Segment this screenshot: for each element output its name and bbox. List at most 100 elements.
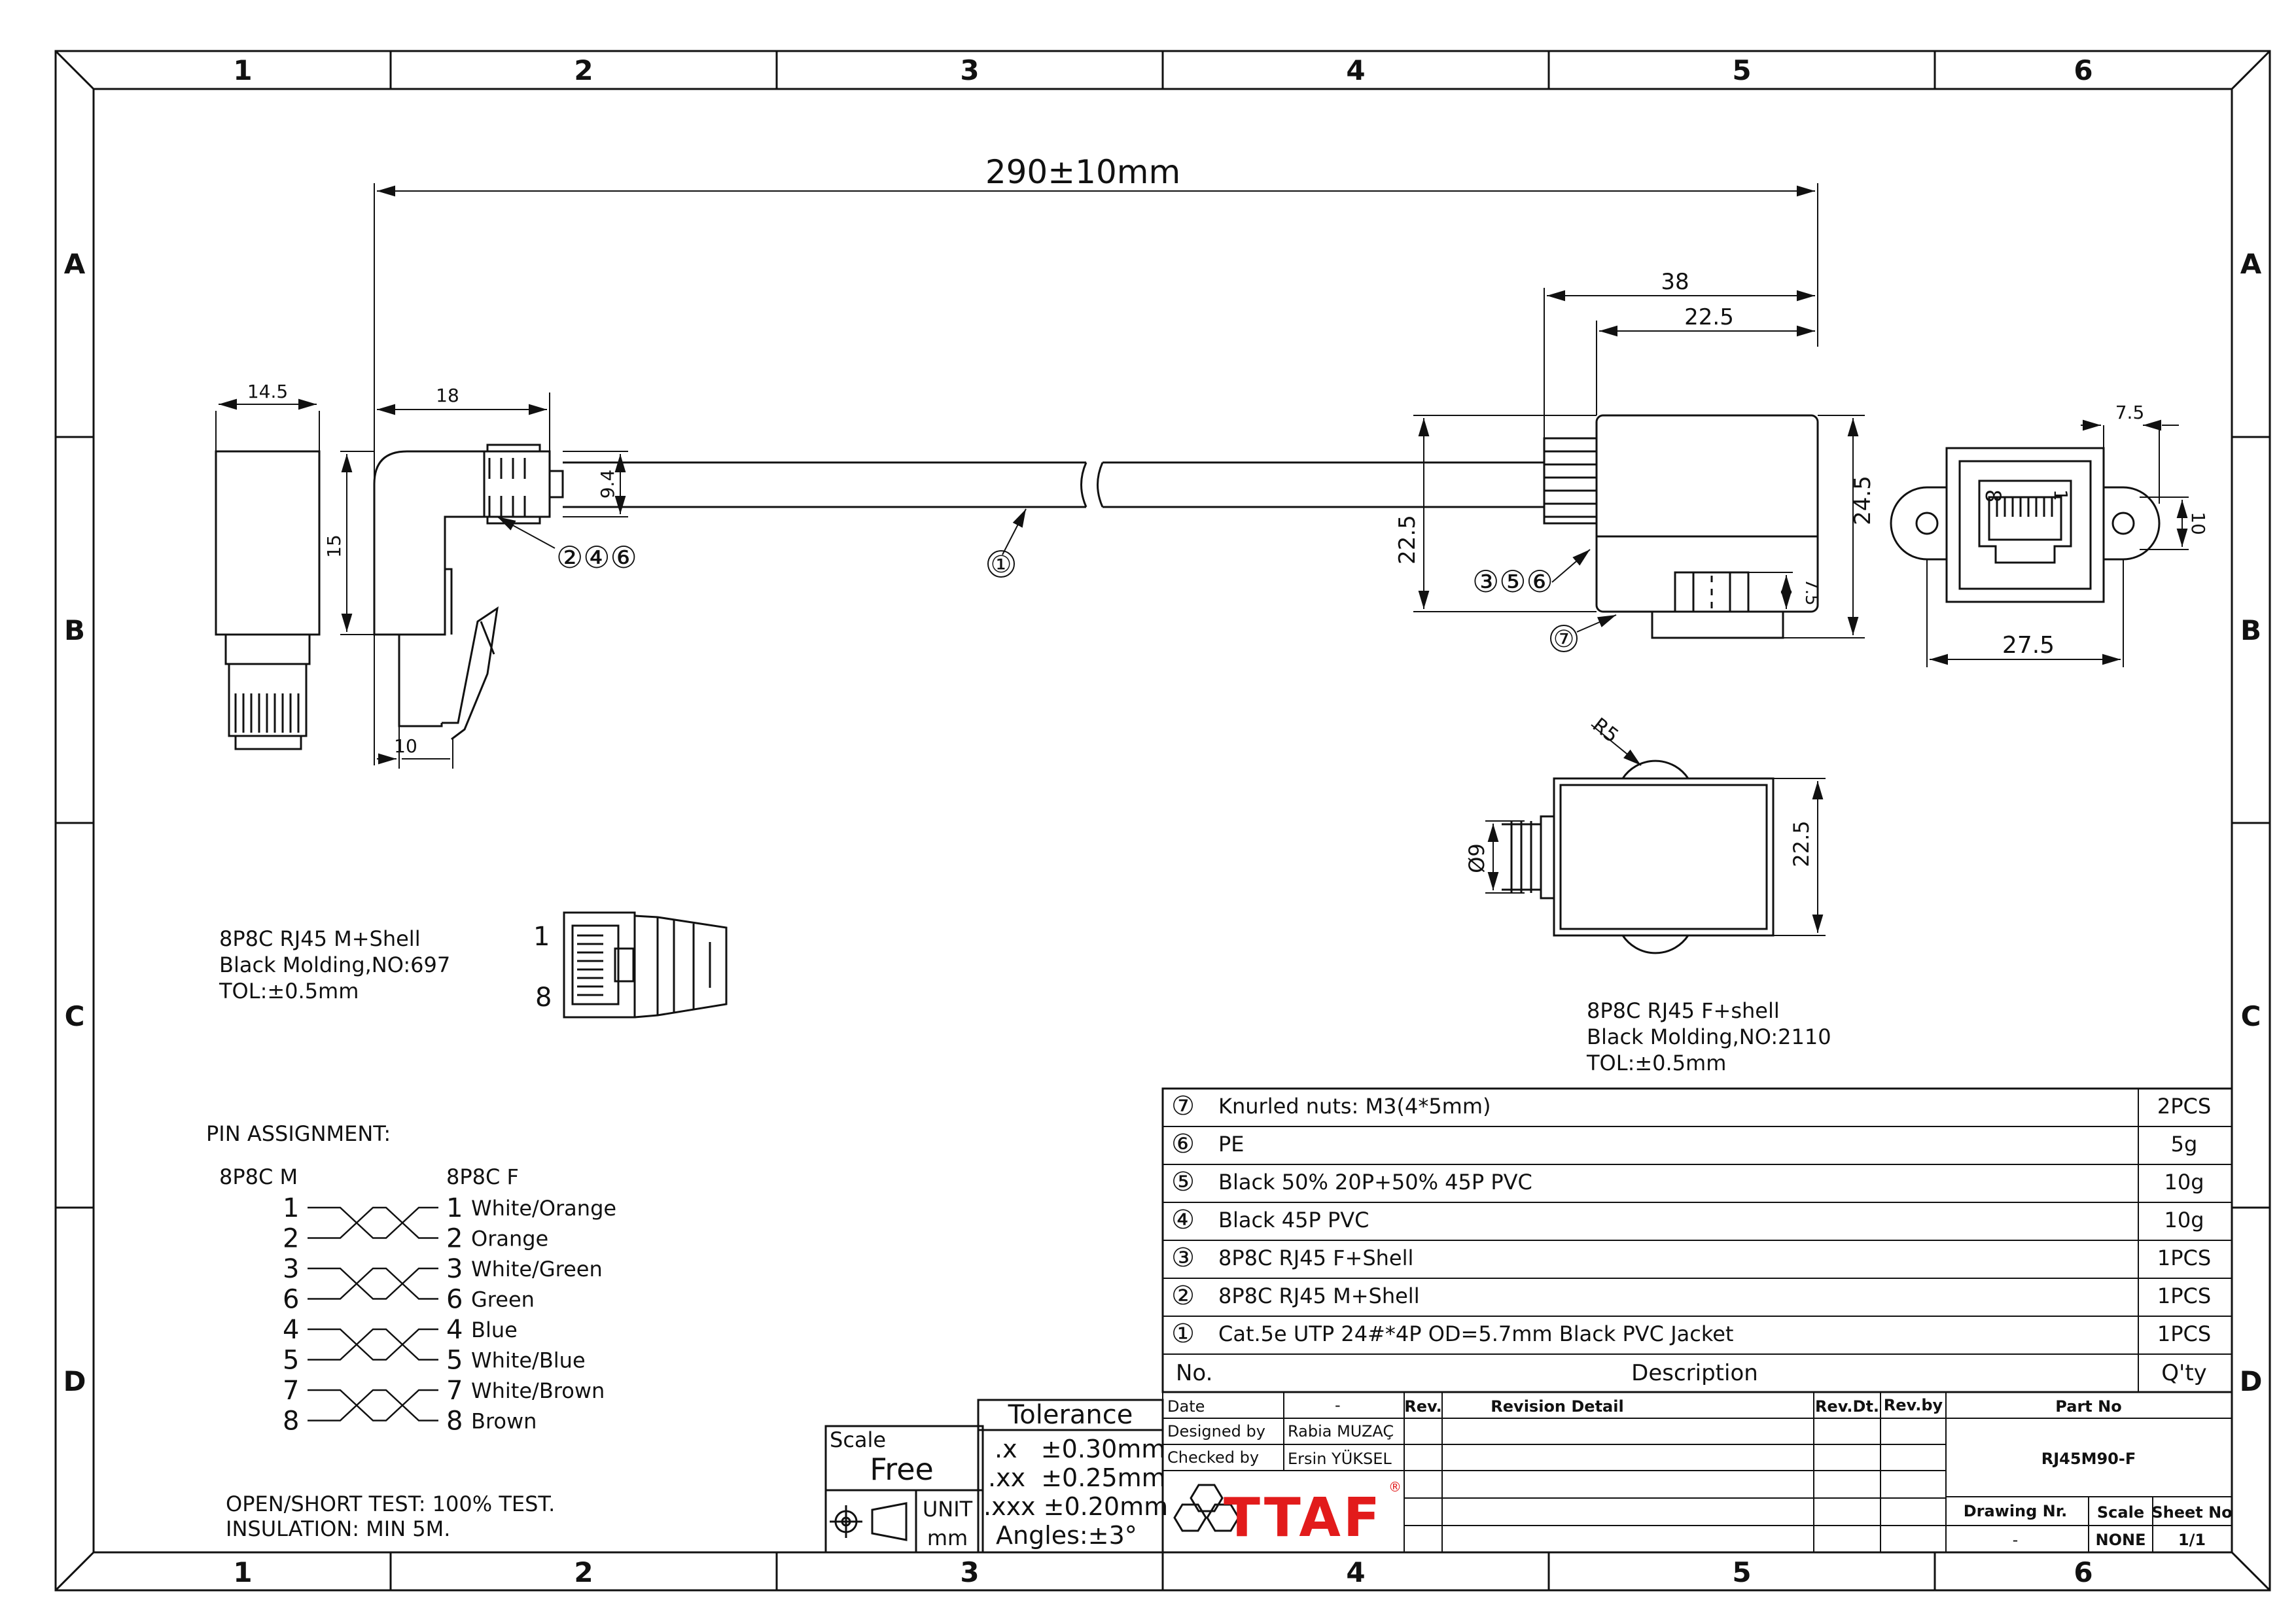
designed-by-label: Designed by (1167, 1422, 1265, 1440)
jack-body-label: 22.5 (1684, 304, 1734, 330)
row-label: D (63, 1365, 86, 1397)
unit-label: UNIT (923, 1497, 973, 1522)
tolerance-line: .xx ±0.25mm (988, 1463, 1166, 1492)
plug-side-view (215, 450, 321, 750)
plug-note-line: Black Molding,NO:697 (219, 952, 450, 977)
col-label: 5 (1732, 1556, 1751, 1588)
jack-dimensions: 38 22.5 22.5 24.5 7.5 (1394, 269, 1876, 638)
nut-height-label: 7.5 (1801, 578, 1821, 605)
bom-header-qty: Q'ty (2161, 1360, 2207, 1386)
pin-f-number: 7 (446, 1376, 463, 1406)
tolerance-title: Tolerance (1008, 1400, 1133, 1430)
pin-f-number: 1 (446, 1193, 463, 1223)
top-width-label: 22.5 (1789, 820, 1814, 867)
pin-f-number: 5 (446, 1346, 463, 1376)
cable-callout: ① ②④⑥ (497, 508, 1027, 578)
pin-m-number: 8 (283, 1406, 299, 1437)
col-label: 6 (2074, 1556, 2093, 1588)
pin-f-number: 8 (446, 1406, 463, 1437)
jack-front-labels: 8 1 27.5 7.5 10 (1926, 402, 2209, 667)
tolerance-line: .xxx ±0.20mm (983, 1492, 1168, 1521)
bom-item-number: ① (1171, 1319, 1195, 1349)
col-label: 5 (1732, 54, 1751, 86)
plug-pin8: 8 (535, 983, 552, 1013)
jack-side-view (1543, 414, 1819, 639)
pin-wire-color: Orange (471, 1227, 548, 1251)
part-no-value: RJ45M90-F (2041, 1450, 2136, 1468)
bom-item-description: Cat.5e UTP 24#*4P OD=5.7mm Black PVC Jac… (1218, 1321, 1733, 1346)
overall-length-dimension: 290±10mm (374, 153, 1818, 765)
bom-item-description: Knurled nuts: M3(4*5mm) (1218, 1094, 1491, 1119)
pin-f-number: 6 (446, 1285, 463, 1315)
overall-length-label: 290±10mm (985, 153, 1180, 191)
pin-wire-color: White/Brown (471, 1378, 605, 1403)
sheet-no-value: 1/1 (2178, 1531, 2206, 1549)
bom-item-qty: 1PCS (2157, 1246, 2211, 1270)
title-block: Date - Rev. Revision Detail Rev.Dt. Rev.… (1162, 1391, 2233, 1553)
jack-front-view (1890, 447, 2161, 603)
jack-note-line: Black Molding,NO:2110 (1587, 1024, 1831, 1049)
col-label: 1 (233, 1556, 252, 1588)
plug-pin1: 1 (533, 922, 550, 952)
pin-wire-color: White/Green (471, 1257, 603, 1282)
jack-callouts: ③⑤⑥ ⑦ (1472, 549, 1617, 653)
bom-item-number: ③ (1171, 1243, 1195, 1273)
tolerance-line: .x ±0.30mm (995, 1435, 1165, 1463)
frame-labels: 1 2 3 4 5 6 1 2 3 4 5 6 A B C D A B C D (63, 54, 2263, 1588)
pin-header-m: 8P8C M (219, 1164, 298, 1189)
pin-wire-color: Green (471, 1287, 535, 1312)
plug-front-labels: 1 8 (533, 922, 552, 1013)
bom-item-number: ⑦ (1171, 1091, 1195, 1121)
cable (563, 461, 1544, 508)
col-label: 4 (1346, 54, 1365, 86)
logo-text: TTAF (1224, 1487, 1383, 1549)
tolerance-box: Scale Free UNIT mm Tolerance .x ±0.30mm … (824, 1399, 1168, 1554)
checked-by-label: Checked by (1167, 1448, 1259, 1467)
date-label: Date (1167, 1397, 1205, 1416)
revision-detail-label: Revision Detail (1491, 1397, 1623, 1416)
rev-by-label: Rev.by (1884, 1396, 1943, 1414)
front-tab-label: 7.5 (2115, 402, 2145, 423)
col-label: 1 (233, 54, 252, 86)
drawing-nr-label: Drawing Nr. (1964, 1502, 2068, 1520)
bom-item-description: 8P8C RJ45 F+Shell (1218, 1246, 1413, 1270)
bom-item-number: ⑤ (1171, 1167, 1195, 1197)
pin-m-number: 2 (283, 1224, 299, 1254)
sheet-no-label: Sheet No (2151, 1503, 2232, 1522)
right-angle-plug (373, 444, 564, 741)
pin-m-number: 4 (283, 1315, 299, 1345)
scale-label: Scale (830, 1427, 886, 1452)
plug-note-line: TOL:±0.5mm (219, 979, 359, 1003)
pin-m-number: 1 (283, 1193, 299, 1223)
jack-note-line: 8P8C RJ45 F+shell (1587, 998, 1780, 1023)
pin-wire-color: White/Orange (471, 1196, 616, 1221)
bom-item-number: ⑥ (1171, 1129, 1195, 1159)
test-note-line: INSULATION: MIN 5M. (226, 1516, 450, 1541)
bom-item-qty: 5g (2171, 1132, 2198, 1157)
test-note-line: OPEN/SHORT TEST: 100% TEST. (226, 1492, 555, 1516)
pin-f-number: 2 (446, 1224, 463, 1254)
bom-item-qty: 1PCS (2157, 1283, 2211, 1308)
company-logo: TTAF ® (1173, 1479, 1402, 1549)
col-label: 3 (960, 1556, 979, 1588)
boot-height-label: 9.4 (597, 470, 618, 499)
bom-item-qty: 2PCS (2157, 1094, 2211, 1119)
col-label: 2 (574, 54, 593, 86)
front-hole-label: 10 (2187, 512, 2209, 535)
bom-header-description: Description (1631, 1360, 1758, 1386)
pin-m-number: 3 (283, 1254, 299, 1284)
callout-356: ③⑤⑥ (1472, 564, 1553, 599)
pin-f-number: 3 (446, 1254, 463, 1284)
part-no-label: Part No (2055, 1397, 2121, 1416)
bom-item-description: Black 50% 20P+50% 45P PVC (1218, 1170, 1532, 1195)
top-diameter-label: Ø9 (1464, 843, 1489, 873)
row-label: C (65, 1000, 85, 1032)
tb-scale-label: Scale (2097, 1503, 2144, 1522)
bom-item-qty: 10g (2164, 1208, 2204, 1232)
plug-dimensions: 18 15 9.4 10 (323, 385, 628, 769)
tolerance-line: Angles:±3° (996, 1521, 1137, 1550)
bom-header-no: No. (1176, 1360, 1212, 1386)
